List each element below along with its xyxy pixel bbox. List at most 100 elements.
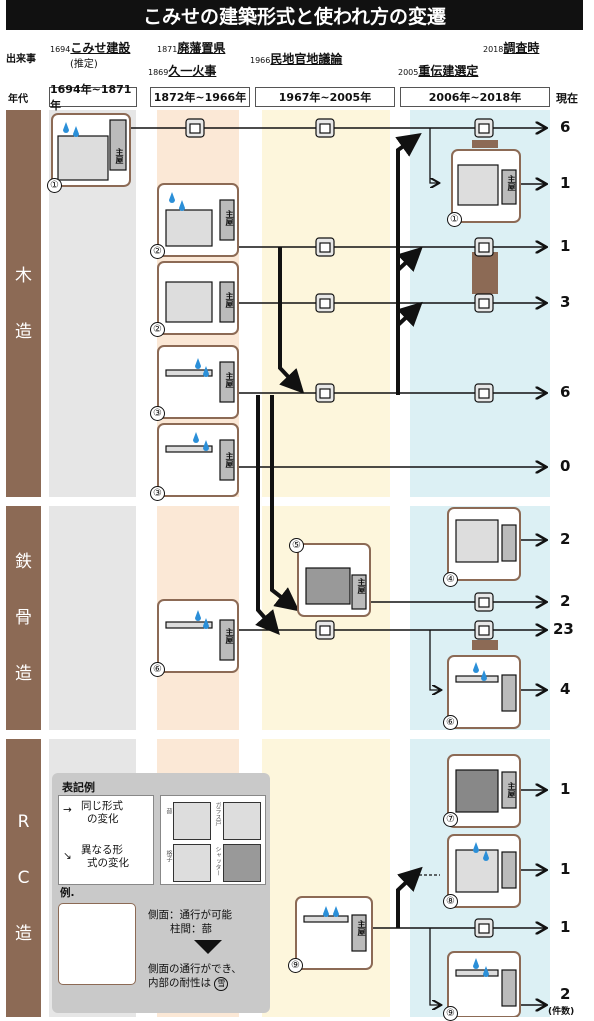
building-type5	[297, 543, 371, 617]
event-1694-sub: (推定)	[70, 59, 98, 70]
legend-panel: 表記例 → 同じ形式 の変化 ↘ 異なる形 式の変化 蔀 ガラス戸 格子 シャッ…	[52, 773, 270, 1013]
small-icon-12	[474, 620, 494, 640]
material-wood-char-2: 造	[15, 321, 32, 342]
event-2005: 2005重伝建選定	[398, 64, 479, 78]
material-rc: R C 造	[6, 739, 41, 1017]
type-number: ⑦	[443, 812, 458, 827]
type-number: ③	[150, 406, 165, 421]
building-type6a	[157, 599, 239, 673]
house-sign-5: 主屋	[225, 452, 234, 468]
legend-diff-1: 異なる形	[81, 844, 123, 856]
legend-icon-shutter	[223, 844, 261, 882]
house-sign-10: 主屋	[357, 920, 366, 936]
building-type4	[447, 507, 521, 581]
count-row-2: 1	[560, 174, 571, 192]
house-sign-4: 主屋	[225, 372, 234, 388]
count-row-12: 1	[560, 860, 571, 878]
material-wood: 木 造	[6, 110, 41, 497]
house-sign-9: 主屋	[507, 782, 516, 798]
band-gap-2	[0, 730, 594, 739]
count-row-8: 2	[560, 592, 571, 610]
flow-row10	[429, 630, 440, 690]
type-number: ①	[47, 178, 62, 193]
building-type8	[447, 834, 521, 908]
legend-label-shitomi: 蔀	[165, 808, 172, 814]
type-number: ③	[150, 486, 165, 501]
snow-marks	[63, 122, 489, 977]
page-title: こみせの建築形式と使われ方の変遷	[6, 0, 583, 30]
type-number: ⑧	[443, 894, 458, 909]
small-icon-11	[315, 620, 335, 640]
event-1694: 1694こみせ建設	[50, 41, 131, 55]
count-row-11: 1	[560, 780, 571, 798]
count-row-13: 1	[560, 918, 571, 936]
type-number: ④	[443, 572, 458, 587]
material-rc-char-1: R	[17, 812, 30, 832]
legend-icon-glass	[223, 802, 261, 840]
type-number: ⑨	[288, 958, 303, 973]
building-type9a	[295, 896, 373, 970]
legend-same-2: の変化	[87, 813, 119, 825]
material-rc-char-3: 造	[15, 924, 32, 944]
material-wood-char-1: 木	[15, 265, 32, 286]
house-sign-1: 主屋	[115, 148, 124, 164]
building-type2b	[157, 261, 239, 335]
type-number: ②	[150, 322, 165, 337]
legend-example-illustration	[58, 903, 136, 985]
era-row-label: 年代	[8, 94, 28, 105]
small-icon-1	[185, 118, 205, 138]
material-steel-char-2: 骨	[15, 608, 32, 628]
building-type6b	[447, 655, 521, 729]
count-row-1: 6	[560, 118, 571, 136]
small-icon-7	[474, 293, 494, 313]
legend-example-text-1: 側面：通行が可能	[148, 909, 232, 921]
house-sign-6: 主屋	[225, 628, 234, 644]
event-2018: 2018調査時	[483, 41, 540, 55]
count-row-7: 2	[560, 530, 571, 548]
count-row-10: 4	[560, 680, 571, 698]
legend-symbols: → 同じ形式 の変化 ↘ 異なる形 式の変化	[58, 795, 154, 885]
legend-label-lattice: 格子	[165, 850, 172, 862]
type-number: ①	[447, 212, 462, 227]
now-label: 現在	[556, 92, 578, 105]
material-rc-char-2: C	[17, 868, 30, 888]
type-number: ⑥	[443, 715, 458, 730]
legend-same-1: 同じ形式	[81, 800, 123, 812]
legend-arrow-diff: ↘	[63, 850, 72, 862]
legend-icons: 蔀 ガラス戸 格子 シャッター	[160, 795, 266, 885]
small-icon-2	[315, 118, 335, 138]
small-icon-10	[474, 592, 494, 612]
legend-result-text-1: 側面の通行ができ、	[148, 963, 242, 975]
period-3: 1967年~2005年	[255, 87, 395, 107]
legend-title: 表記例	[62, 781, 95, 794]
period-1: 1694年~1871年	[49, 83, 137, 112]
type-number: ⑥	[150, 662, 165, 677]
event-1966: 1966民地官地議論	[250, 52, 343, 66]
small-icon-8	[315, 383, 335, 403]
building-type3b	[157, 423, 239, 497]
count-unit: (件数)	[548, 1007, 575, 1017]
legend-icon-shitomi	[173, 802, 211, 840]
legend-result-text-2: 内部の耐性は 雪	[148, 977, 229, 991]
count-row-4: 3	[560, 293, 571, 311]
legend-example-label: 例.	[60, 887, 75, 899]
count-row-5: 6	[560, 383, 571, 401]
small-icon-3	[474, 118, 494, 138]
house-sign-7: 主屋	[507, 175, 516, 191]
count-row-9: 23	[553, 620, 574, 638]
event-1871: 1871廃藩置県	[157, 41, 226, 55]
legend-icon-lattice	[173, 844, 211, 882]
small-icon-9	[474, 383, 494, 403]
house-sign-3: 主屋	[225, 292, 234, 308]
building-type7	[447, 754, 521, 828]
event-row-label: 出来事	[6, 54, 36, 65]
count-row-3: 1	[560, 237, 571, 255]
band-gap-1	[0, 497, 594, 506]
material-steel: 鉄 骨 造	[6, 506, 41, 730]
legend-snow-mark: 雪	[214, 977, 229, 991]
building-1694	[51, 113, 131, 187]
event-1869: 1869久一火事	[148, 64, 217, 78]
type-number: ⑤	[289, 538, 304, 553]
